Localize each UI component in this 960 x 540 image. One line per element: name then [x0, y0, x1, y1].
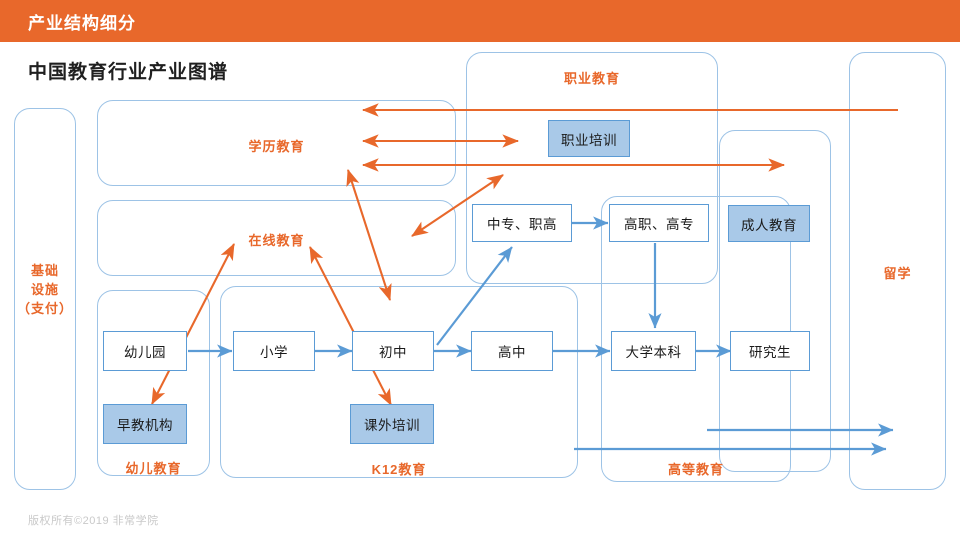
node-undergraduate[interactable]: 大学本科 [611, 331, 696, 371]
node-adult-education[interactable]: 成人教育 [728, 205, 810, 242]
group-label-infrastructure: 基础 设施 （支付） [14, 262, 76, 319]
group-label-infrastructure-line-3: （支付） [16, 300, 73, 316]
group-label-vocational-education: 职业教育 [563, 71, 620, 86]
group-label-infrastructure-line-2: 设施 [30, 281, 59, 297]
group-study-abroad[interactable] [849, 52, 946, 490]
node-label-early-education: 早教机构 [117, 418, 173, 433]
group-preschool-education[interactable] [97, 290, 210, 476]
header-title: 产业结构细分 [28, 14, 136, 33]
header-bar [0, 0, 960, 42]
group-label-study-abroad: 留学 [883, 266, 912, 281]
group-k12-education[interactable] [220, 286, 578, 478]
node-label-primary-school: 小学 [260, 345, 288, 360]
page-title: 中国教育行业产业图谱 [28, 62, 229, 83]
group-label-k12-education: K12教育 [371, 462, 427, 477]
node-after-school-training[interactable]: 课外培训 [350, 404, 434, 444]
node-secondary-vocational[interactable]: 中专、职高 [472, 204, 572, 242]
node-label-junior-high: 初中 [379, 345, 407, 360]
group-infrastructure[interactable] [14, 108, 76, 490]
group-vocational-education[interactable] [466, 52, 718, 284]
group-label-preschool-education: 幼儿教育 [125, 461, 182, 476]
node-primary-school[interactable]: 小学 [233, 331, 315, 371]
node-graduate[interactable]: 研究生 [730, 331, 810, 371]
node-higher-vocational[interactable]: 高职、高专 [609, 204, 709, 242]
group-label-infrastructure-line-1: 基础 [30, 263, 59, 278]
node-kindergarten[interactable]: 幼儿园 [103, 331, 187, 371]
node-label-vocational-training: 职业培训 [561, 132, 617, 148]
node-label-higher-vocational: 高职、高专 [624, 217, 694, 232]
node-label-kindergarten: 幼儿园 [124, 345, 166, 360]
node-early-education[interactable]: 早教机构 [103, 404, 187, 444]
group-label-online-education: 在线教育 [248, 233, 305, 248]
node-label-graduate: 研究生 [749, 345, 791, 360]
group-label-degree-education: 学历教育 [248, 139, 305, 154]
node-label-senior-high: 高中 [498, 345, 526, 360]
group-label-higher-education: 高等教育 [667, 462, 724, 477]
copyright-footer: 版权所有©2019 非常学院 [28, 515, 159, 527]
node-label-undergraduate: 大学本科 [625, 345, 682, 360]
node-senior-high[interactable]: 高中 [471, 331, 553, 371]
node-label-adult-education: 成人教育 [741, 217, 797, 233]
node-junior-high[interactable]: 初中 [352, 331, 434, 371]
node-vocational-training[interactable]: 职业培训 [548, 120, 630, 157]
group-online-education[interactable] [97, 200, 456, 276]
node-label-secondary-vocational: 中专、职高 [487, 217, 557, 232]
node-label-after-school-training: 课外培训 [364, 418, 420, 433]
